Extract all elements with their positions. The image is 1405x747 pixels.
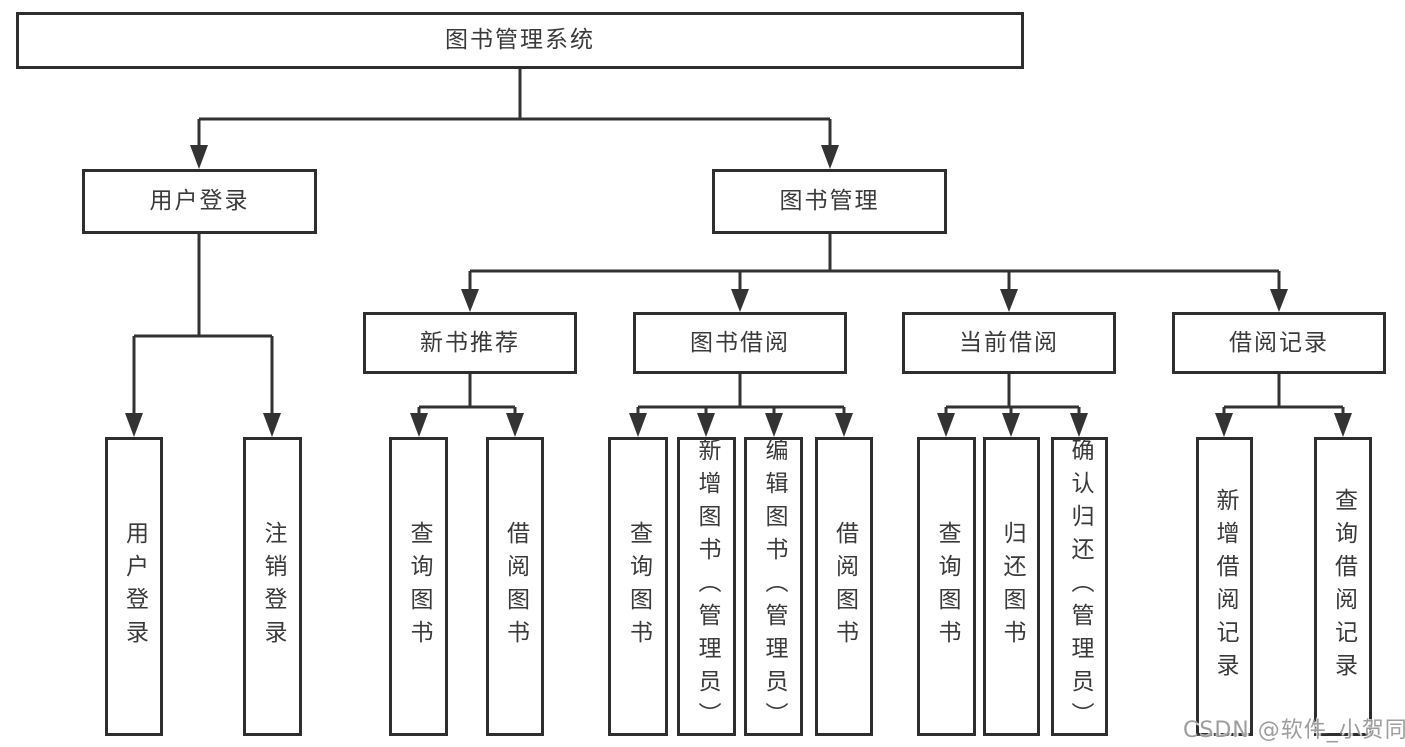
node-new-book-recommend: 新书推荐 bbox=[363, 312, 577, 374]
leaf-bb-query-books: 查询图书 bbox=[608, 437, 668, 736]
node-user-login: 用户登录 bbox=[82, 169, 317, 234]
node-book-management: 图书管理 bbox=[712, 169, 947, 234]
leaf-cb-confirm-return-admin-label: 确认归还（管理员） bbox=[1067, 438, 1093, 735]
leaf-br-add-record-label: 新增借阅记录 bbox=[1212, 487, 1238, 686]
leaf-bb-edit-books-admin-label: 编辑图书（管理员） bbox=[761, 438, 787, 735]
node-current-borrowing-label: 当前借阅 bbox=[959, 329, 1059, 356]
leaf-bb-add-books-admin-label: 新增图书（管理员） bbox=[694, 438, 720, 735]
leaf-br-query-record-label: 查询借阅记录 bbox=[1330, 487, 1357, 686]
leaf-br-add-record: 新增借阅记录 bbox=[1196, 437, 1253, 736]
leaf-bb-add-books-admin: 新增图书（管理员） bbox=[677, 437, 736, 736]
leaf-user-login-label: 用户登录 bbox=[121, 520, 148, 653]
leaf-bb-edit-books-admin: 编辑图书（管理员） bbox=[744, 437, 803, 736]
leaf-cb-confirm-return-admin: 确认归还（管理员） bbox=[1051, 437, 1108, 736]
node-book-borrowing: 图书借阅 bbox=[633, 312, 847, 374]
node-book-management-label: 图书管理 bbox=[779, 188, 880, 214]
node-user-login-label: 用户登录 bbox=[149, 188, 250, 214]
node-borrowing-records-label: 借阅记录 bbox=[1229, 329, 1329, 356]
leaf-br-query-record: 查询借阅记录 bbox=[1314, 437, 1372, 736]
arrowheads bbox=[125, 145, 1352, 437]
leaf-bb-query-books-label: 查询图书 bbox=[625, 520, 652, 653]
leaf-nbr-borrow-books-label: 借阅图书 bbox=[502, 520, 529, 653]
node-root-label: 图书管理系统 bbox=[445, 27, 595, 53]
leaf-cb-return-books: 归还图书 bbox=[983, 437, 1040, 736]
leaf-user-login: 用户登录 bbox=[105, 437, 163, 736]
leaf-cb-query-books: 查询图书 bbox=[917, 437, 976, 736]
leaf-logout: 注销登录 bbox=[243, 437, 302, 736]
leaf-logout-label: 注销登录 bbox=[260, 520, 286, 653]
leaf-cb-return-books-label: 归还图书 bbox=[999, 520, 1025, 653]
leaf-cb-query-books-label: 查询图书 bbox=[934, 520, 960, 653]
leaf-bb-borrow-books-label: 借阅图书 bbox=[831, 520, 858, 653]
leaf-nbr-query-books: 查询图书 bbox=[389, 437, 448, 736]
node-current-borrowing: 当前借阅 bbox=[902, 312, 1116, 374]
node-root: 图书管理系统 bbox=[16, 12, 1024, 69]
node-book-borrowing-label: 图书借阅 bbox=[690, 329, 790, 356]
leaf-nbr-query-books-label: 查询图书 bbox=[406, 520, 432, 653]
leaf-nbr-borrow-books: 借阅图书 bbox=[486, 437, 544, 736]
csdn-watermark: CSDN @软件_小贺同学 bbox=[1183, 718, 1405, 743]
node-borrowing-records: 借阅记录 bbox=[1172, 312, 1386, 374]
node-new-book-recommend-label: 新书推荐 bbox=[420, 329, 520, 356]
leaf-bb-borrow-books: 借阅图书 bbox=[815, 437, 873, 736]
